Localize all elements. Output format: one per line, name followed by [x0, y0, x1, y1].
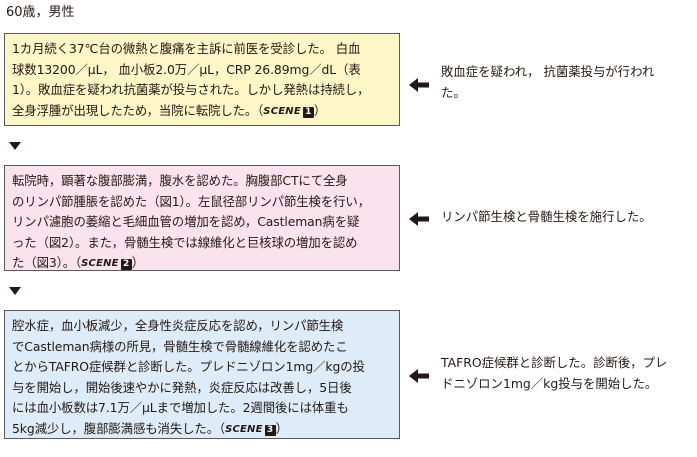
note-line: 敗血症を疑われ， 抗菌薬投与が行われ	[441, 64, 655, 79]
case-text-line: 1）。敗血症を疑われ抗菌薬が投与された。しかし発熱は持続し，	[12, 82, 370, 98]
side-note-2: リンパ節生検と骨髄生検を施行した。	[441, 207, 652, 228]
close-paren: ）	[131, 255, 145, 271]
case-text-line: 転院時，顕著な腹部膨満，腹水を認めた。胸腹部CTにて全身	[12, 173, 348, 188]
note-line: TAFRO症候群と診断した。診断後，プレ	[441, 355, 668, 370]
left-arrow-icon	[409, 78, 429, 92]
case-text-line: 腔水症，血小板減少，全身性炎症反応を認め，リンパ節生検	[12, 318, 344, 333]
note-line: ドニゾロン1mg／kg投与を開始した。	[441, 375, 658, 391]
case-text-line: 球数13200／μL， 血小板2.0万／μL，CRP 26.89mg／dL（表	[12, 61, 361, 77]
scene-label: SCENE	[225, 423, 263, 435]
scene-number: 1	[302, 106, 314, 118]
left-arrow-icon	[409, 369, 429, 383]
case-text-line: 1カ月続く37℃台の微熱と腹痛を主訴に前医を受診した。 白血	[12, 41, 361, 56]
scene-number: 3	[264, 424, 276, 436]
left-arrow-icon	[409, 212, 429, 226]
close-paren: ）	[313, 102, 327, 118]
case-text: た（図3）。（	[12, 255, 82, 271]
side-note-1: 敗血症を疑われ， 抗菌薬投与が行われ た。	[441, 62, 654, 103]
note-line: た。	[441, 84, 466, 100]
case-text-line: には血小板数は7.1万／μLまで増加した。2週間後には体重も	[12, 400, 349, 416]
close-paren: ）	[275, 420, 288, 436]
case-text-line: とからTAFRO症候群と診断した。プレドニゾロン1mg／kgの投	[12, 359, 365, 375]
case-text: 5kg減少し，腹部膨満感も消失した。（	[12, 420, 226, 436]
down-triangle-icon	[9, 287, 21, 295]
case-box-scene-2: 転院時，顕著な腹部膨満，腹水を認めた。胸腹部CTにて全身 のリンパ節腫脹を認めた…	[4, 165, 400, 271]
case-text-line: った（図2）。また，骨髄生検では線維化と巨核球の増加を認め	[12, 234, 358, 250]
case-text-line: のリンパ節腫脹を認めた（図1）。左鼠径部リンパ節生検を行い，	[12, 193, 371, 209]
case-box-scene-1: 1カ月続く37℃台の微熱と腹痛を主訴に前医を受診した。 白血 球数13200／μ…	[4, 33, 400, 126]
case-text-line: 与を開始し，開始後速やかに発熱，炎症反応は改善し，5日後	[12, 379, 352, 395]
note-line: リンパ節生検と骨髄生検を施行した。	[441, 209, 652, 224]
scene-label: SCENE	[81, 258, 119, 270]
side-note-3: TAFRO症候群と診断した。診断後，プレ ドニゾロン1mg／kg投与を開始した。	[441, 353, 667, 394]
patient-label: 60歳，男性	[6, 5, 75, 20]
case-text: 全身浮腫が出現したため，当院に転院した。（	[12, 102, 264, 118]
case-text-line: リンパ濾胞の萎縮と毛細血管の増加を認め，Castleman病を疑	[12, 214, 360, 230]
down-triangle-icon	[9, 142, 21, 150]
scene-number: 2	[120, 259, 132, 271]
scene-label: SCENE	[263, 105, 301, 117]
case-box-scene-3: 腔水症，血小板減少，全身性炎症反応を認め，リンパ節生検 でCastleman病様…	[4, 310, 400, 439]
case-text-line: でCastleman病様の所見，骨髄生検で骨髄線維化を認めたこ	[12, 338, 348, 354]
